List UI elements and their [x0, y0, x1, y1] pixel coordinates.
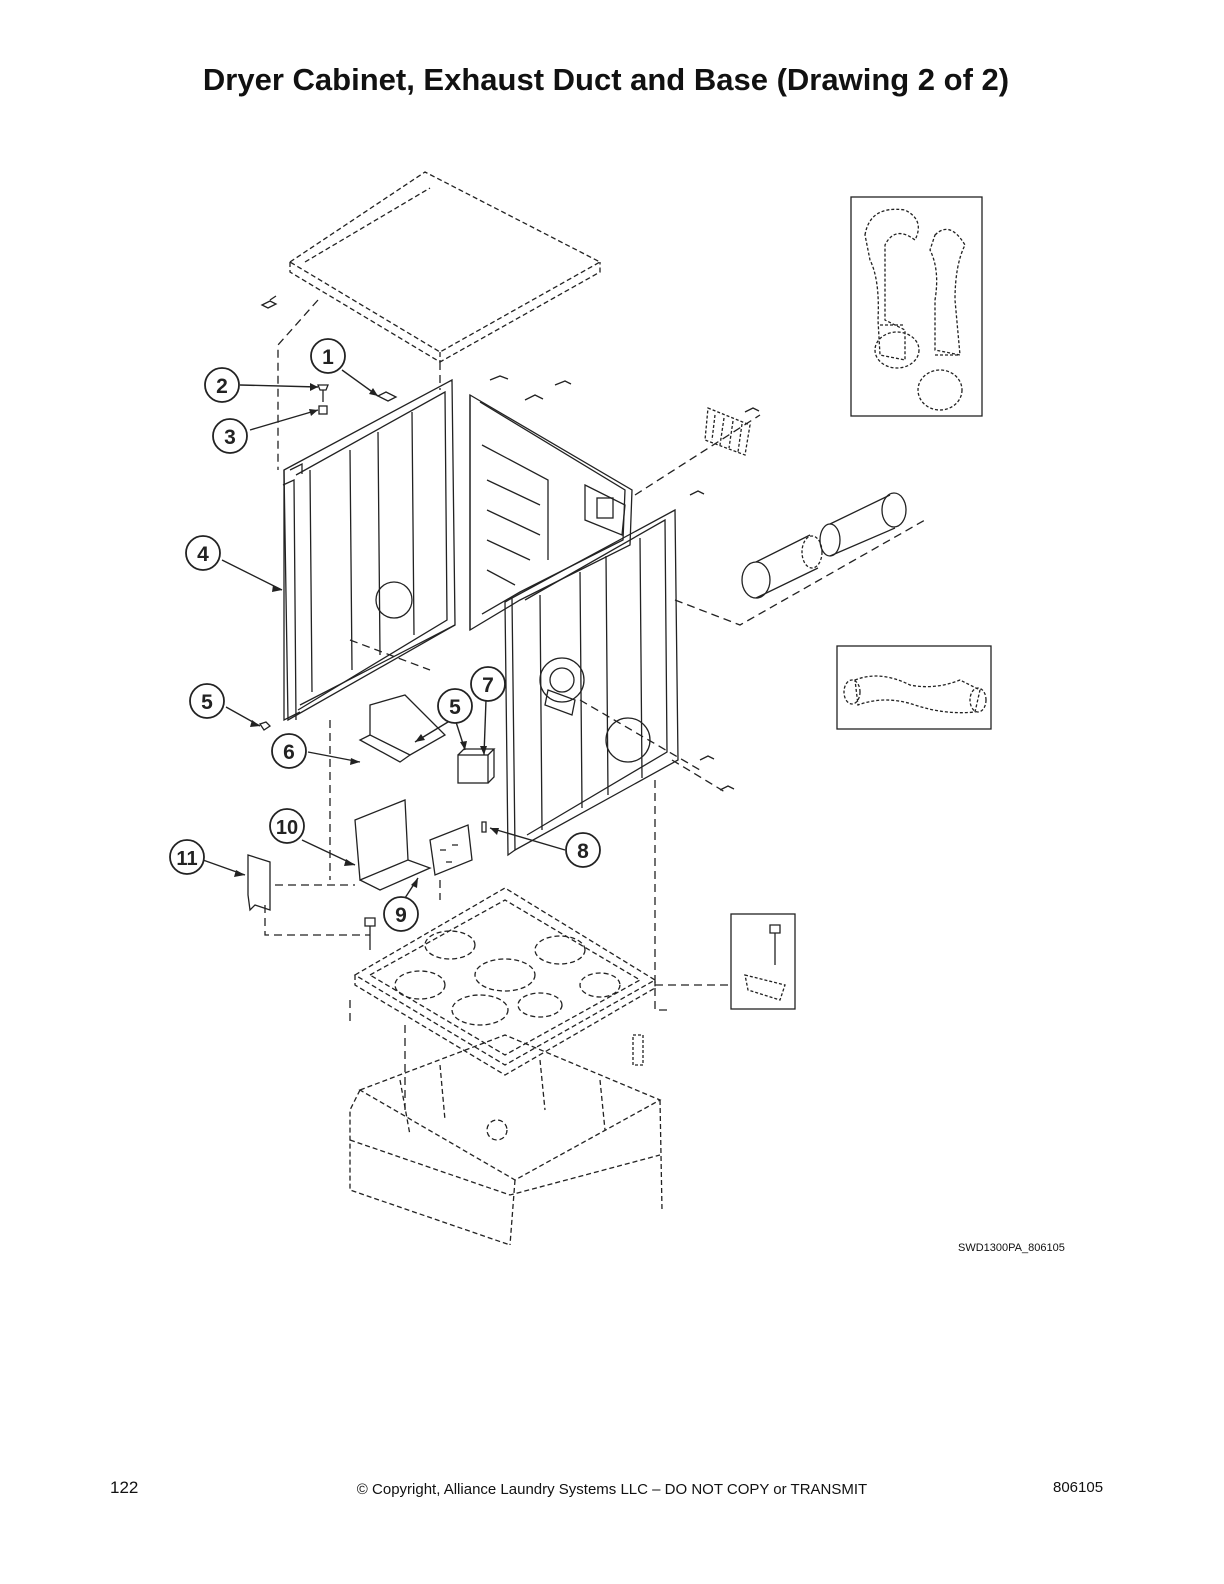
- svg-text:8: 8: [577, 840, 589, 863]
- svg-text:5: 5: [449, 696, 461, 719]
- callout-11: 11: [169, 839, 205, 875]
- bracket-11: [247, 854, 271, 912]
- grille-screw: [744, 407, 760, 413]
- document-number: 806105: [1053, 1479, 1104, 1496]
- callout-5-center: 5: [437, 688, 473, 724]
- top-panel: [288, 171, 602, 363]
- screw-2: [317, 384, 329, 402]
- lower-cabinet: [349, 1034, 663, 1246]
- callout-4: 4: [185, 535, 221, 571]
- callout-7: 7: [470, 666, 506, 702]
- base-frame: [353, 887, 657, 1076]
- bracket-6: [358, 694, 447, 763]
- callout-2: 2: [204, 367, 240, 403]
- svg-text:9: 9: [395, 904, 407, 927]
- callouts: 1 2 3 4 5 6 5 7: [169, 338, 601, 932]
- front-screw: [689, 490, 735, 791]
- rear-panel: [469, 393, 633, 632]
- svg-text:11: 11: [176, 848, 197, 870]
- bracket-10: [354, 799, 432, 891]
- inset-screw-detail: [730, 913, 796, 1010]
- front-panel: [504, 508, 679, 857]
- component-7: [457, 748, 496, 784]
- page-title: Dryer Cabinet, Exhaust Duct and Base (Dr…: [202, 62, 1010, 97]
- exhaust-duct: [741, 492, 907, 599]
- vent-grille: [704, 407, 751, 456]
- washer-3: [318, 405, 328, 415]
- rear-panel-screws: [489, 375, 572, 401]
- leader-arrowheads: [234, 383, 499, 888]
- callout-8: 8: [565, 832, 601, 868]
- svg-text:2: 2: [216, 375, 228, 398]
- left-side-panel: [282, 378, 456, 722]
- screw: [364, 917, 376, 950]
- screw-5: [258, 721, 272, 731]
- svg-text:1: 1: [322, 346, 334, 369]
- svg-text:5: 5: [201, 691, 213, 714]
- guide-lines-lower: [264, 880, 441, 1110]
- svg-text:6: 6: [283, 741, 295, 764]
- svg-text:4: 4: [197, 543, 209, 566]
- top-panel-screw-left: [260, 295, 278, 309]
- callout-5-left: 5: [189, 683, 225, 719]
- copyright-notice: © Copyright, Alliance Laundry Systems LL…: [356, 1481, 868, 1498]
- callout-1: 1: [310, 338, 346, 374]
- svg-text:10: 10: [276, 817, 298, 839]
- callout-10: 10: [269, 808, 305, 844]
- terminal-block: [429, 824, 473, 876]
- inset-flex-duct-2: [836, 645, 992, 730]
- leader-lines: [202, 369, 566, 899]
- drawing-id: SWD1300PA_806105: [958, 1242, 1065, 1254]
- callout-9: 9: [383, 896, 419, 932]
- guide-lines: [329, 414, 926, 1011]
- clip-1: [376, 391, 398, 402]
- svg-text:3: 3: [224, 426, 236, 449]
- callout-3: 3: [212, 418, 248, 454]
- svg-text:7: 7: [482, 674, 494, 697]
- page-number: 122: [110, 1478, 139, 1497]
- leveling-leg: [632, 1034, 644, 1066]
- screw-8: [481, 821, 487, 833]
- guide-line: [277, 299, 441, 470]
- callout-6: 6: [271, 733, 307, 769]
- inset-flex-duct-1: [850, 196, 983, 417]
